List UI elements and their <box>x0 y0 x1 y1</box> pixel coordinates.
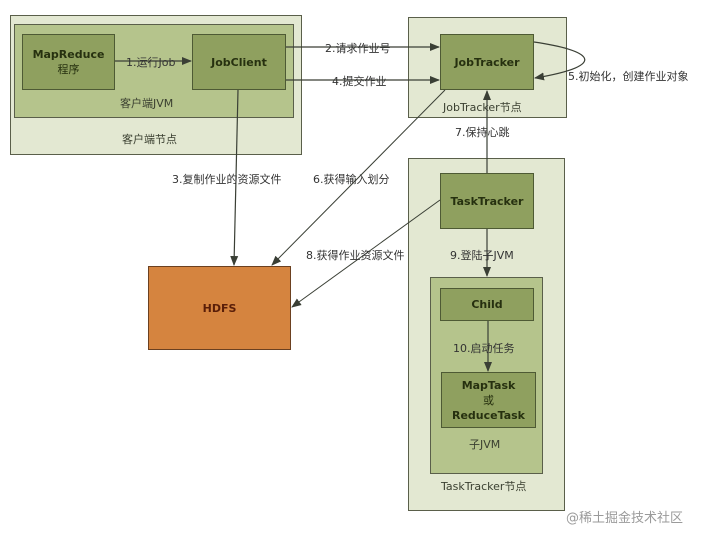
jobtracker-box: JobTracker <box>440 34 534 90</box>
tasktracker-box: TaskTracker <box>440 173 534 229</box>
tasktracker-label: TaskTracker <box>450 194 524 208</box>
client-node-caption: 客户端节点 <box>122 133 177 146</box>
client-jvm-caption: 客户端JVM <box>120 97 174 110</box>
edge-label-2: 2.请求作业号 <box>325 42 391 55</box>
task-label-maptask: MapTask <box>461 378 516 392</box>
task-label-reducetask: ReduceTask <box>452 408 525 422</box>
edge-label-5: 5.初始化，创建作业对象 <box>568 70 689 83</box>
edge-5-init-job <box>533 41 586 81</box>
edge-label-3: 3.复制作业的资源文件 <box>172 173 282 186</box>
tasktracker-node-caption: TaskTracker节点 <box>441 480 527 493</box>
hdfs-label: HDFS <box>202 301 237 315</box>
jobclient-box: JobClient <box>192 34 286 90</box>
child-label: Child <box>471 298 503 311</box>
edge-label-8: 8.获得作业资源文件 <box>306 249 405 262</box>
edge-3-copy-resources <box>230 89 239 266</box>
edge-label-7: 7.保持心跳 <box>455 126 510 139</box>
edge-label-1: 1.运行Job <box>126 56 176 69</box>
task-label-or: 或 <box>483 393 494 407</box>
watermark: @稀土掘金技术社区 <box>566 511 684 526</box>
child-jvm-caption: 子JVM <box>469 438 501 451</box>
mapreduce-program-line1: MapReduce <box>32 48 105 61</box>
mapreduce-program-line2: 程序 <box>57 63 80 76</box>
hdfs-box: HDFS <box>148 266 291 350</box>
child-box: Child <box>440 288 534 321</box>
edge-label-6: 6.获得输入划分 <box>313 173 390 186</box>
edge-label-4: 4.提交作业 <box>332 75 387 88</box>
jobtracker-node-caption: JobTracker节点 <box>443 101 522 114</box>
jobclient-label: JobClient <box>211 55 267 69</box>
task-box: MapTask 或 ReduceTask <box>441 372 536 428</box>
jobtracker-label: JobTracker <box>454 55 520 69</box>
edge-8-get-job-resources <box>291 199 441 308</box>
mapreduce-program-box: MapReduce 程序 <box>22 34 115 90</box>
edge-6-get-splits <box>271 89 446 266</box>
edge-label-10: 10.启动任务 <box>453 342 515 355</box>
edge-label-9: 9.登陆子JVM <box>450 249 514 262</box>
